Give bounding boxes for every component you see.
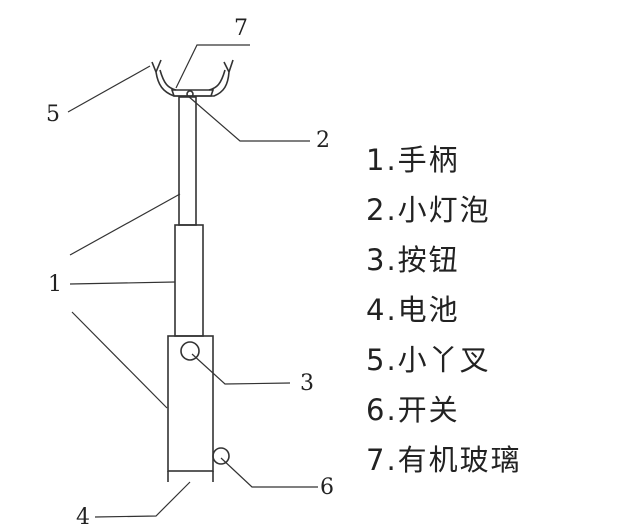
legend-num: 1.	[366, 143, 398, 177]
legend-num: 6.	[366, 393, 398, 427]
callout-5: 5	[46, 102, 60, 127]
callout-3: 3	[300, 371, 314, 396]
legend-label: 开关	[397, 393, 460, 427]
button	[180, 341, 200, 361]
legend-label: 有机玻璃	[397, 443, 522, 477]
legend-item: 7.有机玻璃	[366, 440, 522, 490]
legend-label: 小丫叉	[397, 343, 491, 377]
legend-item: 1.手柄	[366, 140, 522, 190]
battery-cap	[167, 471, 214, 482]
switch	[212, 447, 230, 465]
callout-6: 6	[320, 475, 334, 500]
parts-legend: 1.手柄 2.小灯泡 3.按钮 4.电池 5.小丫叉 6.开关 7.有机玻璃	[366, 140, 522, 490]
callout-4: 4	[76, 505, 90, 526]
callout-2: 2	[316, 128, 330, 153]
legend-item: 4.电池	[366, 290, 522, 340]
leader-lines	[67, 44, 318, 518]
legend-item: 5.小丫叉	[366, 340, 522, 390]
legend-label: 电池	[397, 293, 460, 327]
battery-box	[167, 335, 214, 472]
legend-num: 5.	[366, 343, 398, 377]
legend-item: 6.开关	[366, 390, 522, 440]
organic-glass	[170, 89, 215, 97]
callout-7: 7	[234, 16, 248, 41]
handle-rod	[178, 96, 197, 226]
legend-label: 按钮	[397, 243, 460, 277]
legend-label: 小灯泡	[397, 193, 491, 227]
legend-label: 手柄	[397, 143, 460, 177]
legend-num: 7.	[366, 443, 398, 477]
legend-num: 2.	[366, 193, 398, 227]
legend-num: 3.	[366, 243, 398, 277]
legend-item: 3.按钮	[366, 240, 522, 290]
legend-num: 4.	[366, 293, 398, 327]
legend-item: 2.小灯泡	[366, 190, 522, 240]
fork	[151, 59, 234, 97]
handle-tube	[174, 224, 204, 337]
callout-1: 1	[48, 272, 62, 297]
